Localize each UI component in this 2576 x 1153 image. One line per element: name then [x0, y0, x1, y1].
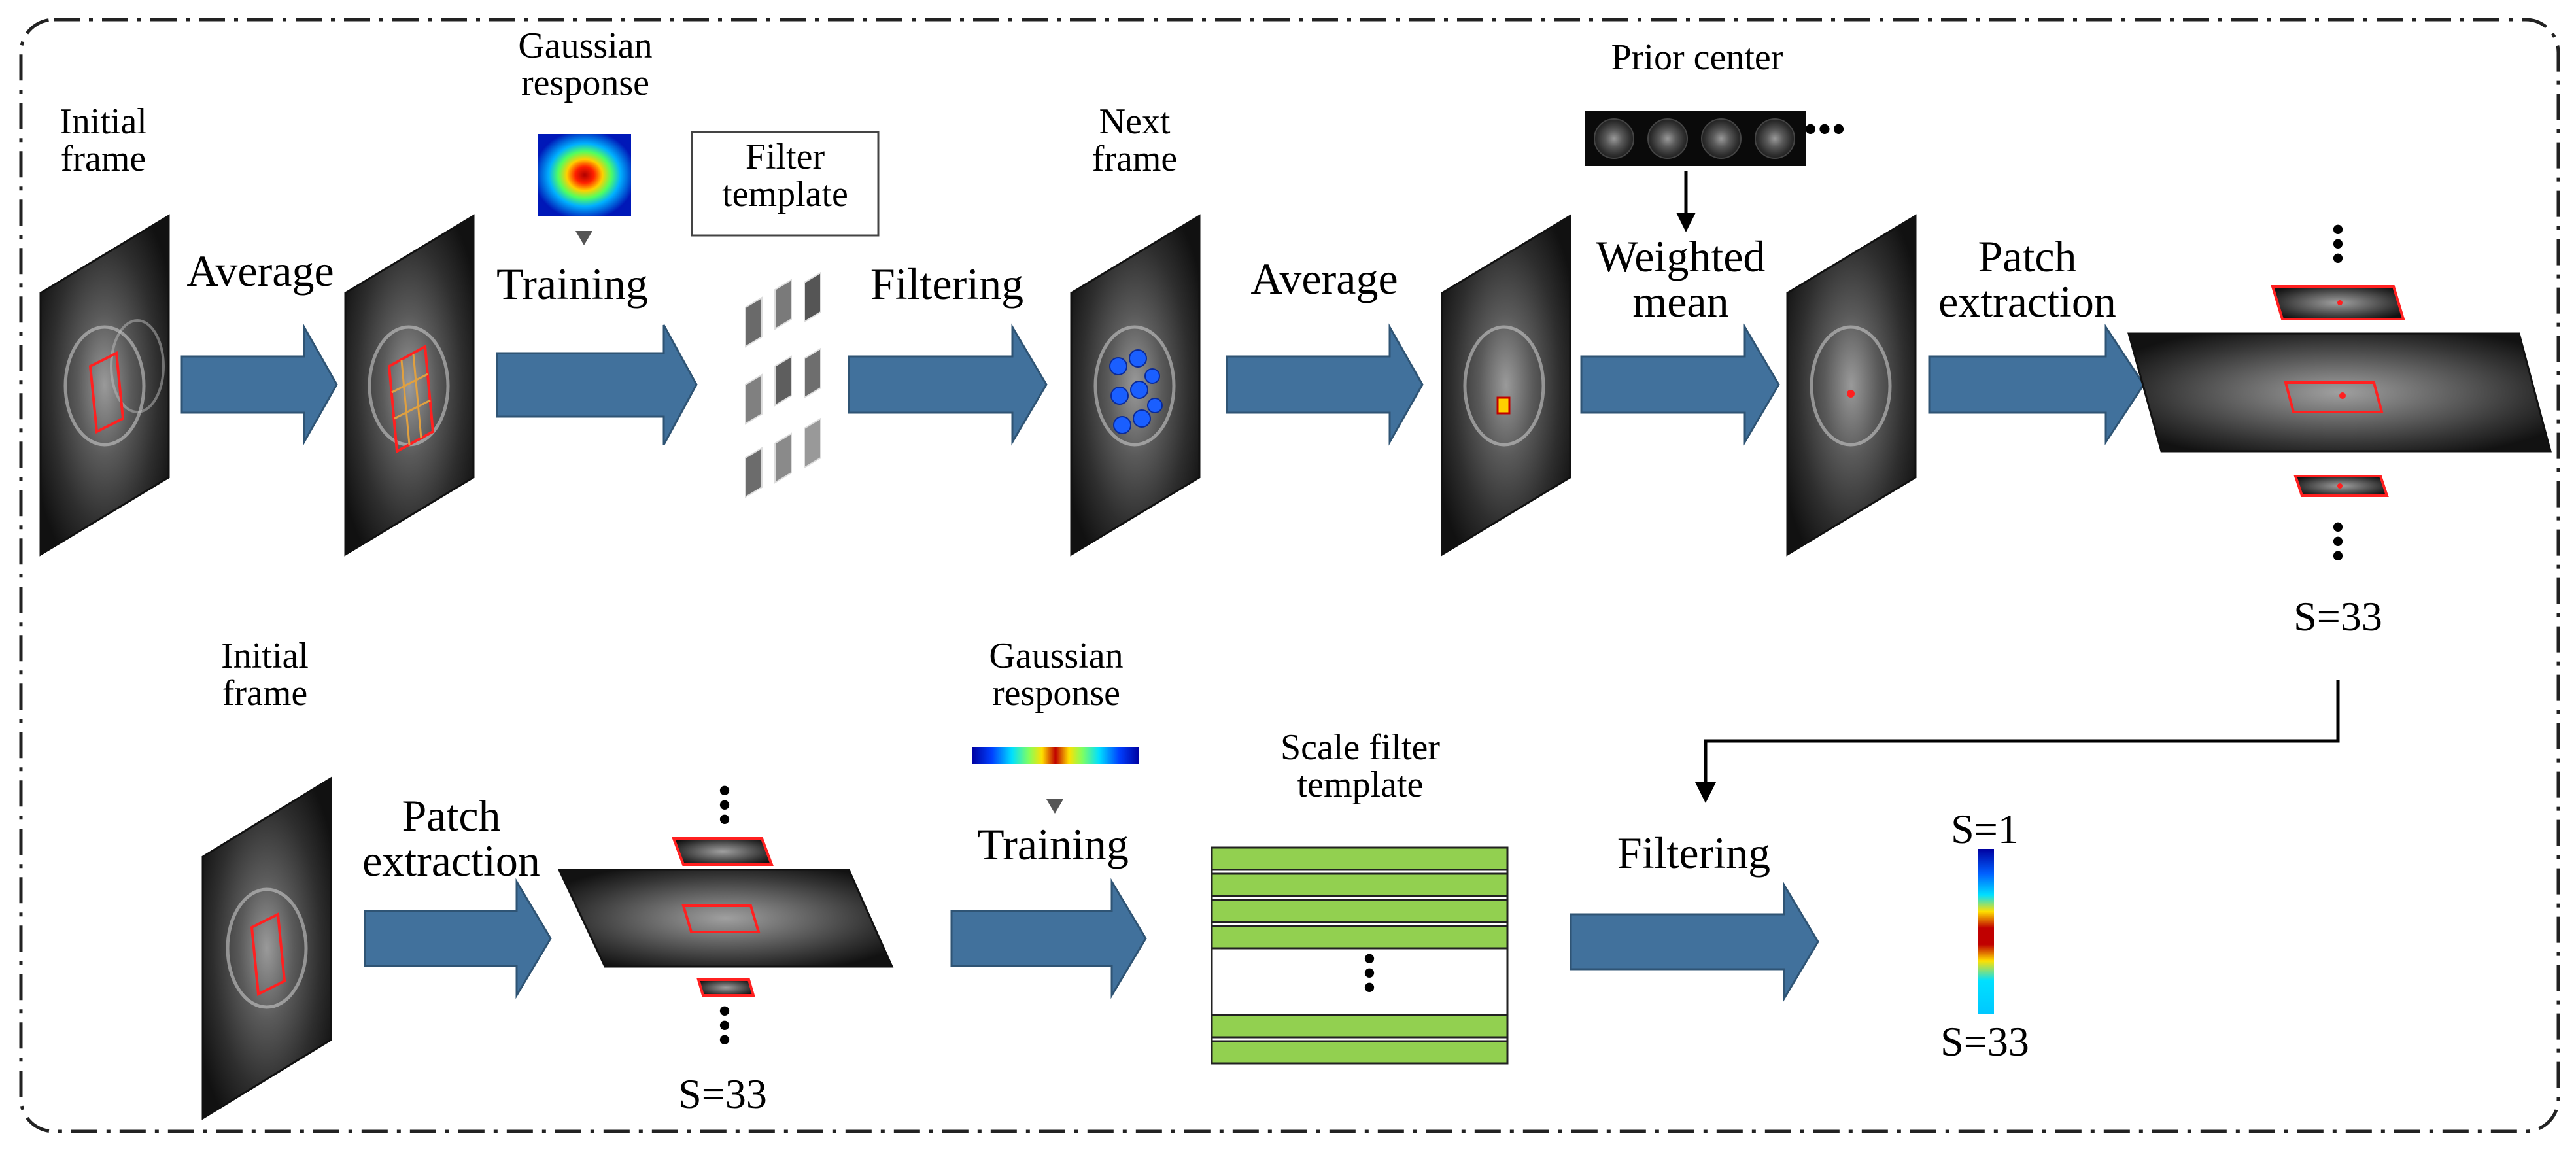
ellipsis-bottom-stack-upper: •••: [717, 769, 732, 841]
label-initial-frame-top: Initial frame: [60, 101, 147, 180]
arrow-filtering-top: [848, 323, 1048, 446]
label-prior-center-ellipsis: •••: [1804, 109, 1847, 150]
filter-template-tiles: [745, 271, 821, 498]
ellipsis-top-stack-lower: •••: [2331, 506, 2345, 577]
scale-filter-template: [1211, 846, 1509, 1065]
ellipsis-top-stack-upper: •••: [2331, 208, 2345, 280]
label-training-bottom: Training: [977, 819, 1129, 869]
connector-arrow: [1704, 680, 2340, 785]
initial-frame-image: [39, 214, 170, 557]
ellipsis-bottom-stack-lower: •••: [717, 990, 732, 1061]
small-down-arrow-top: [575, 231, 592, 245]
patch-stack-bottom: [557, 837, 894, 997]
outer-border: [19, 18, 2560, 1133]
arrow-average-2: [1226, 323, 1424, 446]
filter-template-box: [691, 131, 880, 237]
label-average-1: Average: [186, 246, 334, 296]
small-down-arrow-bottom: [1046, 799, 1063, 814]
averaged-frame-image: [344, 214, 475, 557]
scale-response-bar: [1978, 849, 1994, 1014]
label-filtering-top: Filtering: [870, 259, 1024, 309]
label-scale-first: S=1: [1951, 806, 2019, 852]
label-initial-frame-bottom: Initial frame: [221, 636, 309, 714]
centered-frame-image: [1786, 214, 1917, 557]
arrow-patch-extraction-top: [1928, 323, 2145, 446]
gaussian-response-1d: [972, 747, 1139, 764]
arrow-patch-extraction-bottom: [364, 878, 552, 999]
arrow-weighted-mean: [1580, 323, 1780, 446]
arrow-filtering-bottom: [1570, 881, 1819, 1003]
prior-center-strip: [1585, 111, 1806, 166]
label-scale-count-top: S=33: [2293, 593, 2382, 640]
gaussian-response-2d: [538, 134, 631, 216]
averaged-next-frame-image: [1441, 214, 1571, 557]
label-patch-extraction-bottom: Patch extraction: [362, 791, 540, 886]
label-training-top: Training: [496, 259, 648, 309]
arrow-training-top: [496, 324, 698, 445]
arrow-training-bottom: [950, 878, 1147, 999]
arrow-average-1: [180, 323, 338, 446]
initial-frame-image-bottom: [201, 776, 332, 1120]
label-scale-last: S=33: [1940, 1018, 2029, 1065]
ellipsis-scale-filter: •••: [1362, 937, 1377, 1009]
label-filter-template: Filter template: [722, 137, 848, 215]
label-patch-extraction-top: Patch extraction: [1938, 232, 2116, 327]
label-scale-count-bottom: S=33: [678, 1071, 767, 1117]
label-filtering-bottom: Filtering: [1617, 828, 1771, 878]
label-average-2: Average: [1250, 254, 1398, 303]
label-scale-filter-template: Scale filter template: [1280, 727, 1441, 806]
next-frame-image: [1070, 214, 1201, 557]
label-weighted-mean: Weighted mean: [1596, 232, 1766, 327]
label-gaussian-response-bottom: Gaussian response: [989, 636, 1124, 714]
label-prior-center: Prior center: [1611, 37, 1783, 78]
label-next-frame: Next frame: [1091, 101, 1178, 180]
label-gaussian-response-top: Gaussian response: [518, 26, 653, 104]
patch-stack-top: [2127, 285, 2552, 497]
